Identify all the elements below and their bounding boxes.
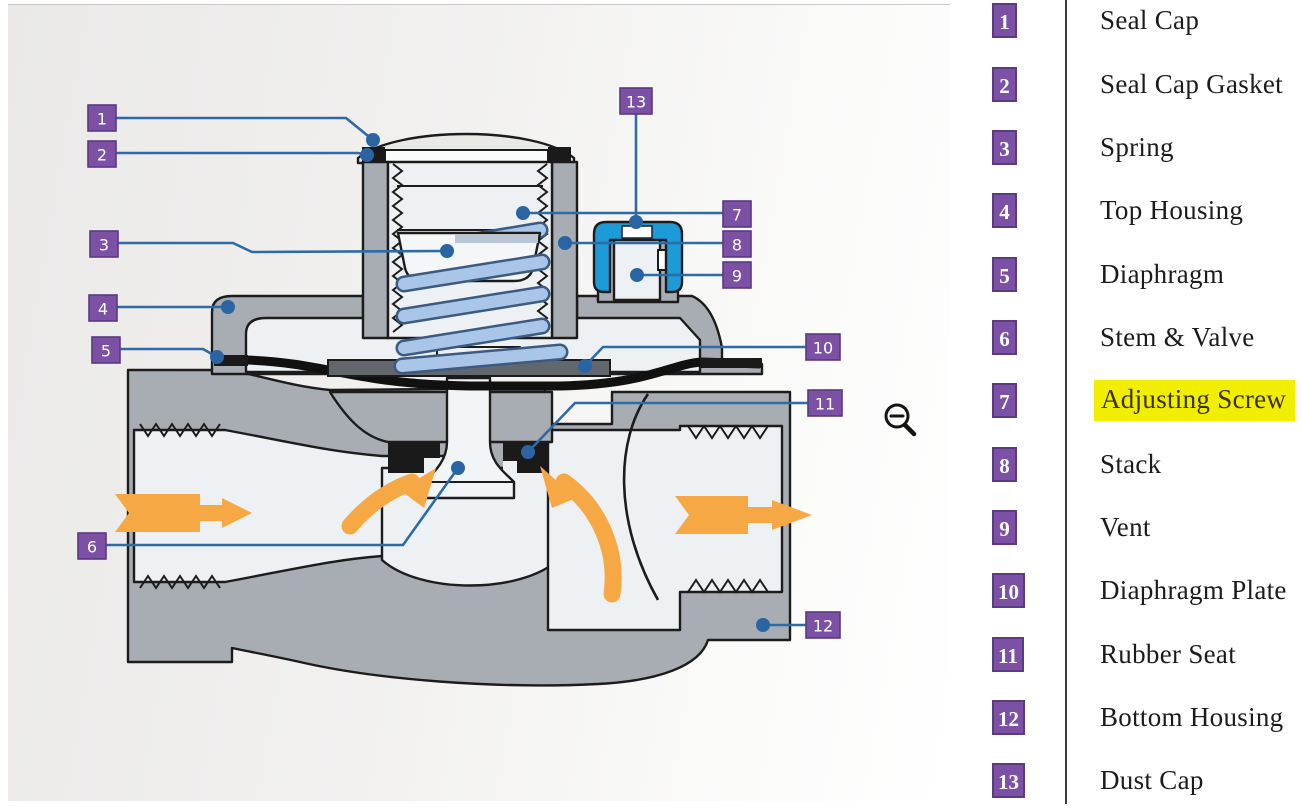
- callout-7[interactable]: 7: [722, 200, 752, 228]
- svg-text:7: 7: [732, 206, 742, 225]
- legend-item-label: Vent: [1100, 511, 1151, 542]
- callout-11[interactable]: 11: [807, 389, 843, 417]
- legend-item-label: Bottom Housing: [1100, 701, 1284, 732]
- spring-part-front: [393, 253, 569, 375]
- legend-item-vent[interactable]: 9 Vent: [992, 496, 1298, 559]
- svg-text:8: 8: [732, 236, 742, 255]
- legend-item-adjusting-screw[interactable]: 7 Adjusting Screw: [992, 369, 1298, 432]
- svg-text:5: 5: [101, 342, 111, 361]
- stem-valve-part: [422, 376, 516, 500]
- legend-item-diaphragm-plate[interactable]: 10 Diaphragm Plate: [992, 559, 1298, 622]
- callout-4[interactable]: 4: [88, 294, 118, 322]
- legend-divider: [1065, 0, 1067, 804]
- pipe-thread-right-bottom: [687, 578, 769, 594]
- callout-10[interactable]: 10: [805, 333, 841, 361]
- callout-2[interactable]: 2: [87, 140, 117, 168]
- flow-arrow-up-left: [341, 468, 436, 535]
- legend-number-badge: 9: [992, 509, 1017, 545]
- legend-item-top-housing[interactable]: 4 Top Housing: [992, 179, 1298, 242]
- legend-item-rubber-seat[interactable]: 11 Rubber Seat: [992, 622, 1298, 685]
- legend-item-label: Seal Cap Gasket: [1100, 68, 1283, 99]
- legend-item-label: Top Housing: [1100, 195, 1244, 226]
- svg-text:10: 10: [813, 339, 833, 358]
- svg-text:2: 2: [97, 146, 107, 165]
- callout-13[interactable]: 13: [619, 87, 653, 115]
- legend-number-badge: 8: [992, 446, 1017, 482]
- callout-3[interactable]: 3: [89, 230, 119, 258]
- svg-text:4: 4: [98, 300, 108, 319]
- legend-item-stack[interactable]: 8 Stack: [992, 432, 1298, 495]
- callout-12[interactable]: 12: [805, 611, 841, 639]
- valve-cross-section-diagram: 1 2 3 4 5 6 7 8 9 10 11 12: [77, 87, 917, 687]
- zoom-out-icon[interactable]: [884, 403, 917, 437]
- legend-item-seal-cap-gasket[interactable]: 2 Seal Cap Gasket: [992, 52, 1298, 115]
- legend-item-diaphragm[interactable]: 5 Diaphragm: [992, 242, 1298, 305]
- legend-item-dust-cap[interactable]: 13 Dust Cap: [992, 749, 1298, 812]
- callout-6[interactable]: 6: [77, 532, 107, 560]
- pipe-thread-right-top: [687, 424, 769, 440]
- legend-number-badge: 7: [992, 383, 1017, 419]
- leader-lines: [106, 113, 808, 632]
- seat-support: [328, 390, 554, 444]
- flow-arrow-inlet: [115, 494, 252, 532]
- legend-item-label-highlighted: Adjusting Screw: [1094, 380, 1296, 422]
- legend-item-spring[interactable]: 3 Spring: [992, 116, 1298, 179]
- legend-number-badge: 2: [992, 66, 1017, 102]
- legend-item-seal-cap[interactable]: 1 Seal Cap: [992, 0, 1298, 52]
- legend-number-badge: 12: [992, 699, 1025, 735]
- svg-text:11: 11: [815, 395, 835, 414]
- svg-text:3: 3: [99, 236, 109, 255]
- legend-item-label: Diaphragm Plate: [1100, 575, 1287, 606]
- legend-number-badge: 5: [992, 256, 1017, 292]
- svg-text:6: 6: [87, 538, 97, 557]
- pipe-thread-left-bottom: [139, 574, 221, 590]
- legend-item-label: Spring: [1100, 131, 1174, 162]
- flow-arrow-outlet: [675, 496, 812, 534]
- parts-legend: 1 Seal Cap 2 Seal Cap Gasket 3 Spring 4 …: [992, 0, 1298, 812]
- legend-item-label: Seal Cap: [1100, 5, 1200, 36]
- legend-number-badge: 13: [992, 763, 1025, 799]
- legend-item-stem-valve[interactable]: 6 Stem & Valve: [992, 306, 1298, 369]
- flow-arrow-up-right: [540, 466, 622, 603]
- legend-number-badge: 4: [992, 193, 1017, 229]
- svg-text:9: 9: [732, 267, 742, 286]
- legend-number-badge: 10: [992, 573, 1025, 609]
- svg-text:1: 1: [97, 110, 107, 129]
- legend-number-badge: 11: [992, 636, 1024, 672]
- svg-text:12: 12: [813, 617, 833, 636]
- diaphragm-part: [214, 355, 762, 391]
- legend-number-badge: 1: [992, 3, 1017, 39]
- legend-number-badge: 6: [992, 319, 1017, 355]
- callout-8[interactable]: 8: [722, 230, 752, 258]
- legend-item-bottom-housing[interactable]: 12 Bottom Housing: [992, 686, 1298, 749]
- callout-9[interactable]: 9: [722, 261, 752, 289]
- callout-1[interactable]: 1: [87, 104, 117, 132]
- legend-item-label: Diaphragm: [1100, 258, 1225, 289]
- legend-item-label: Stem & Valve: [1100, 321, 1255, 352]
- legend-number-badge: 3: [992, 129, 1017, 165]
- legend-item-label: Stack: [1100, 448, 1162, 479]
- callout-5[interactable]: 5: [91, 336, 121, 364]
- svg-text:13: 13: [626, 93, 646, 112]
- legend-item-label: Dust Cap: [1100, 765, 1204, 796]
- pipe-thread-left-top: [139, 422, 221, 438]
- legend-item-label: Rubber Seat: [1100, 638, 1237, 669]
